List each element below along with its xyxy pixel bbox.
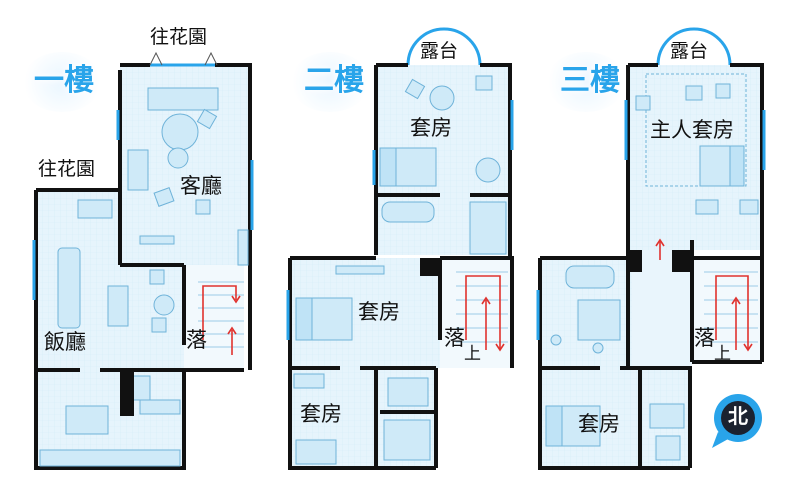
- floor-1-title: 一樓: [34, 63, 94, 98]
- floor-2-terrace-label: 露台: [420, 40, 459, 62]
- floor-2-title: 二樓: [304, 63, 364, 98]
- floor-3-stairs-down-label: 落: [694, 326, 715, 350]
- dining-room-label: 飯廳: [44, 330, 86, 354]
- north-compass: 北: [708, 392, 766, 450]
- compass-icon: [712, 394, 762, 448]
- floor-1-stairs-down-label: 落: [186, 328, 207, 352]
- floor-1-plan: [32, 51, 254, 470]
- living-room-label: 客廳: [180, 174, 222, 198]
- floor-3-stairs-up-label: 上: [714, 344, 731, 364]
- floor-2-stairs-down-label: 落: [444, 326, 465, 350]
- floor-2-plan: [286, 27, 514, 470]
- floor-title-glow: [290, 52, 370, 112]
- garden-label-left: 往花園: [38, 158, 96, 180]
- floor-2-suite-upper-label: 套房: [410, 116, 452, 140]
- floor-title-glow: [22, 52, 102, 112]
- compass-label: 北: [728, 404, 748, 428]
- floor-title-glow: [546, 52, 626, 112]
- garden-label-top: 往花園: [150, 26, 208, 48]
- floor-3-plan: [536, 27, 766, 470]
- floor-3-terrace-label: 露台: [670, 40, 709, 62]
- floor-3-suite-lower-label: 套房: [578, 412, 620, 436]
- master-suite-label: 主人套房: [650, 118, 734, 142]
- floor-3-title: 三樓: [560, 63, 620, 98]
- floor-2-suite-mid-label: 套房: [358, 300, 400, 324]
- floor-2-stairs-up-label: 上: [464, 344, 481, 364]
- floor-2-suite-lower-label: 套房: [300, 402, 342, 426]
